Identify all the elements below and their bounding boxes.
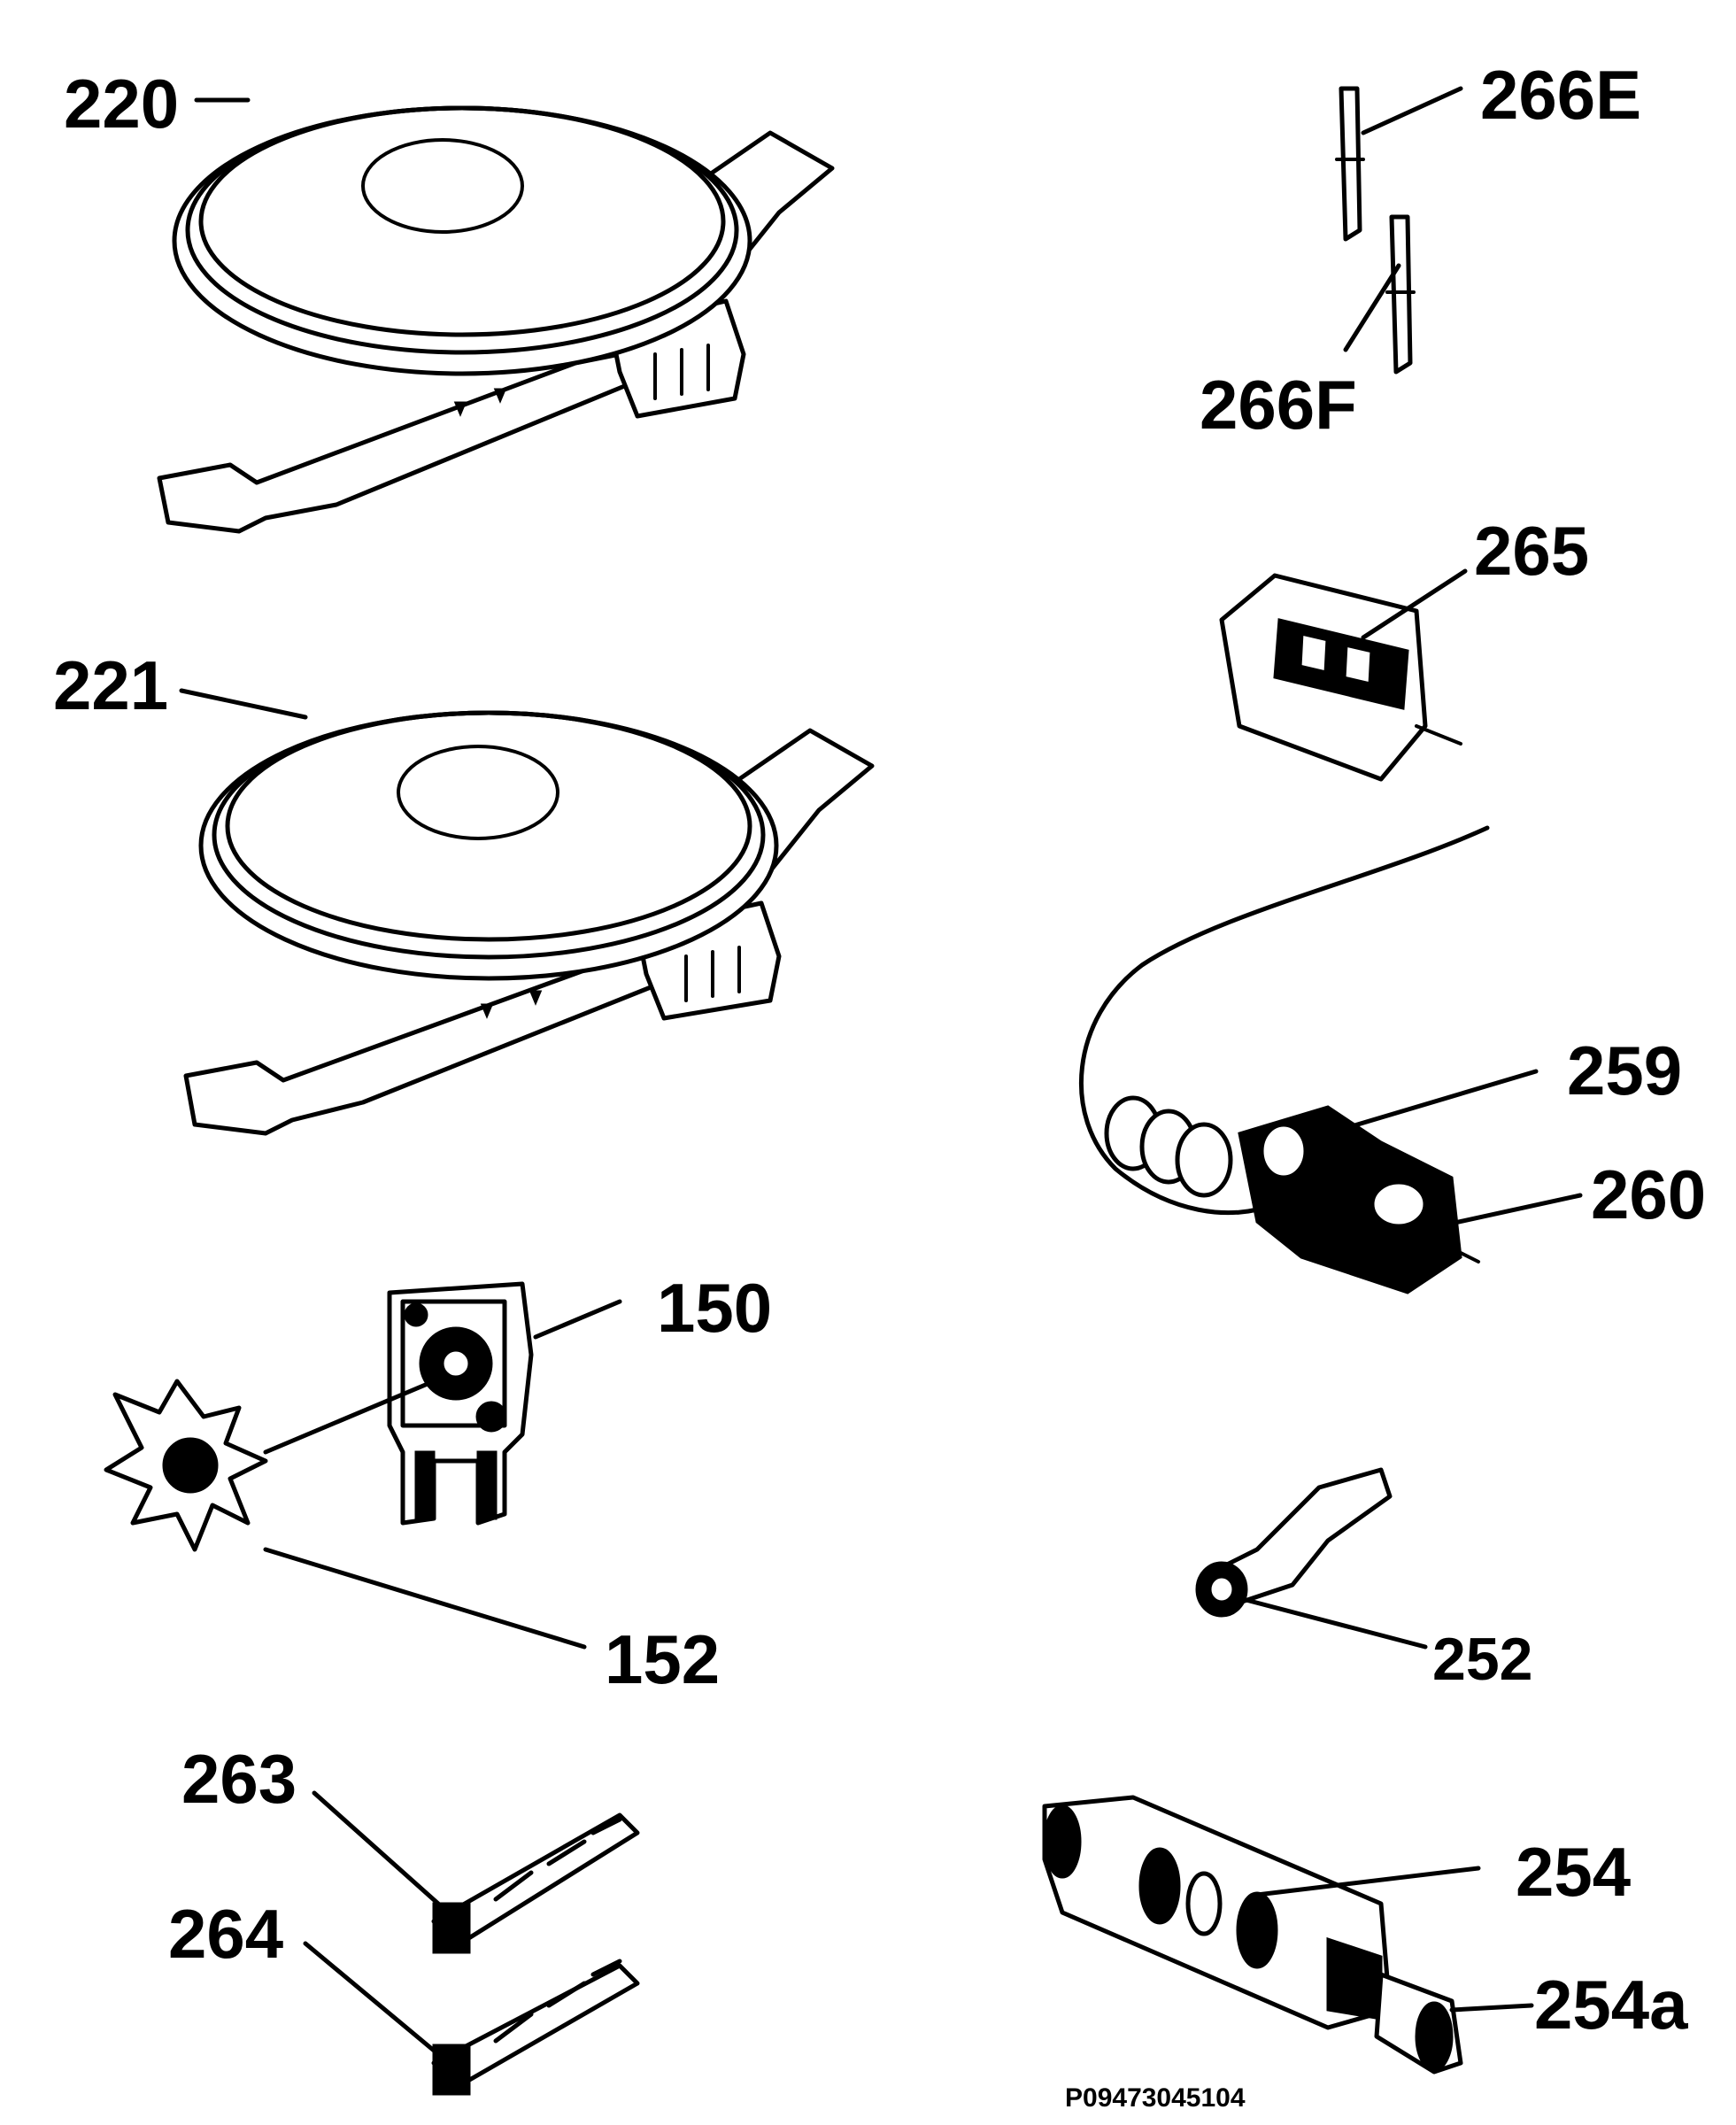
- label-266E: 266E: [1480, 56, 1642, 134]
- label-150: 150: [657, 1269, 773, 1347]
- drawing-code: P09473045104: [1065, 2083, 1246, 2113]
- lamp-assembly-259-260: [1078, 825, 1490, 1294]
- lampholder-252: [1195, 1467, 1393, 1618]
- label-254a: 254a: [1534, 1966, 1688, 2044]
- label-263: 263: [181, 1740, 297, 1818]
- label-266F: 266F: [1200, 366, 1357, 444]
- terminal-block-265: [1219, 573, 1462, 782]
- hotplate-220: [157, 105, 835, 534]
- hotplate-221: [183, 710, 875, 1136]
- pins-266: [1335, 86, 1416, 375]
- terminals-263-264: [431, 1812, 640, 2096]
- label-264: 264: [168, 1895, 284, 1973]
- label-252: 252: [1432, 1626, 1533, 1693]
- leader-lines: [179, 86, 1583, 2057]
- label-254: 254: [1516, 1833, 1632, 1911]
- fan-motor-150-152: [104, 1281, 534, 1552]
- label-152: 152: [605, 1620, 721, 1698]
- switch-254: [1042, 1795, 1463, 2075]
- label-259: 259: [1567, 1032, 1683, 1109]
- label-260: 260: [1591, 1155, 1707, 1233]
- label-221: 221: [53, 646, 169, 724]
- label-265: 265: [1474, 512, 1590, 590]
- label-220: 220: [64, 65, 180, 143]
